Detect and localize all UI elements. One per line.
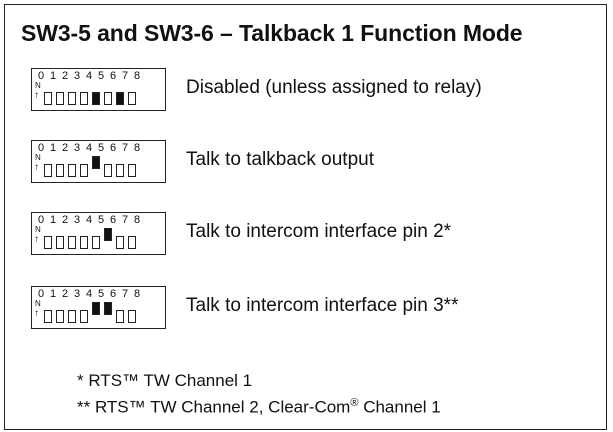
- mode-description: Disabled (unless assigned to relay): [186, 77, 482, 98]
- dip-number: 4: [85, 142, 93, 154]
- dip-switch: [92, 302, 100, 315]
- dip-number: 0: [37, 288, 45, 300]
- dip-number: 8: [133, 214, 141, 226]
- dip-switch: [128, 164, 136, 177]
- dip-number: 6: [109, 70, 117, 82]
- dip-switch: [128, 310, 136, 323]
- dip-switch: [44, 92, 52, 105]
- dip-switch: [128, 236, 136, 249]
- dip-number: 1: [49, 288, 57, 300]
- document-frame: [4, 4, 607, 430]
- dip-switch: [104, 228, 112, 241]
- dip-number: 7: [121, 288, 129, 300]
- dip-switch: [68, 310, 76, 323]
- dip-switch: [116, 310, 124, 323]
- footnote-2: ** RTS™ TW Channel 2, Clear-Com® Channel…: [77, 392, 441, 419]
- footnote-2-suffix: Channel 1: [358, 397, 441, 417]
- dip-switch: [92, 236, 100, 249]
- dip-number: 1: [49, 214, 57, 226]
- dip-number: 6: [109, 142, 117, 154]
- dip-switch: [104, 92, 112, 105]
- dip-switch: [68, 92, 76, 105]
- dip-switch: [80, 236, 88, 249]
- footnote-1: * RTS™ TW Channel 1: [77, 371, 253, 390]
- mode-description: Talk to talkback output: [186, 149, 374, 170]
- dip-switch: [104, 302, 112, 315]
- dip-number: 0: [37, 214, 45, 226]
- dip-number: 5: [97, 142, 105, 154]
- dip-switch: [104, 164, 112, 177]
- page-title: SW3-5 and SW3-6 – Talkback 1 Function Mo…: [21, 20, 523, 46]
- dip-number: 3: [73, 70, 81, 82]
- dip-number: 3: [73, 142, 81, 154]
- dip-switch: [56, 92, 64, 105]
- dip-number: 4: [85, 214, 93, 226]
- arrow-up-icon: ↑: [34, 162, 39, 173]
- footnotes: * RTS™ TW Channel 1 ** RTS™ TW Channel 2…: [77, 370, 441, 419]
- mode-description: Talk to intercom interface pin 3**: [186, 295, 459, 316]
- dip-switch: [116, 92, 124, 105]
- arrow-up-icon: ↑: [34, 90, 39, 101]
- dip-switch: [68, 164, 76, 177]
- dip-number: 0: [37, 70, 45, 82]
- dip-number: 6: [109, 214, 117, 226]
- dip-number: 3: [73, 214, 81, 226]
- dip-number: 2: [61, 288, 69, 300]
- dip-switch: [56, 236, 64, 249]
- dip-switch: [44, 164, 52, 177]
- dip-switch: [56, 310, 64, 323]
- dip-number: 5: [97, 70, 105, 82]
- dip-number: 7: [121, 142, 129, 154]
- dip-number: 1: [49, 70, 57, 82]
- dip-number: 5: [97, 288, 105, 300]
- arrow-up-icon: ↑: [34, 234, 39, 245]
- dip-switch: [116, 164, 124, 177]
- dip-number: 8: [133, 142, 141, 154]
- dip-switch: [80, 164, 88, 177]
- dip-switch: [80, 310, 88, 323]
- dip-switch: [128, 92, 136, 105]
- on-label: N: [35, 225, 41, 234]
- dip-number: 5: [97, 214, 105, 226]
- dip-switch: [92, 92, 100, 105]
- dip-number: 3: [73, 288, 81, 300]
- dip-number: 0: [37, 142, 45, 154]
- dip-switch: [44, 310, 52, 323]
- dip-number: 8: [133, 70, 141, 82]
- dip-number: 6: [109, 288, 117, 300]
- registered-mark: ®: [350, 397, 359, 409]
- on-label: N: [35, 299, 41, 308]
- on-label: N: [35, 81, 41, 90]
- dip-number: 1: [49, 142, 57, 154]
- mode-description: Talk to intercom interface pin 2*: [186, 221, 452, 242]
- dip-number: 2: [61, 142, 69, 154]
- dip-switch: [56, 164, 64, 177]
- dip-switch: [44, 236, 52, 249]
- dip-number: 7: [121, 214, 129, 226]
- footnote-2-text: ** RTS™ TW Channel 2, Clear-Com: [77, 397, 351, 417]
- dip-number: 7: [121, 70, 129, 82]
- on-label: N: [35, 153, 41, 162]
- arrow-up-icon: ↑: [34, 308, 39, 319]
- dip-number: 8: [133, 288, 141, 300]
- dip-switch: [116, 236, 124, 249]
- dip-number: 2: [61, 70, 69, 82]
- dip-switch: [68, 236, 76, 249]
- dip-number: 4: [85, 288, 93, 300]
- dip-number: 2: [61, 214, 69, 226]
- dip-number: 4: [85, 70, 93, 82]
- dip-switch: [92, 156, 100, 169]
- dip-switch: [80, 92, 88, 105]
